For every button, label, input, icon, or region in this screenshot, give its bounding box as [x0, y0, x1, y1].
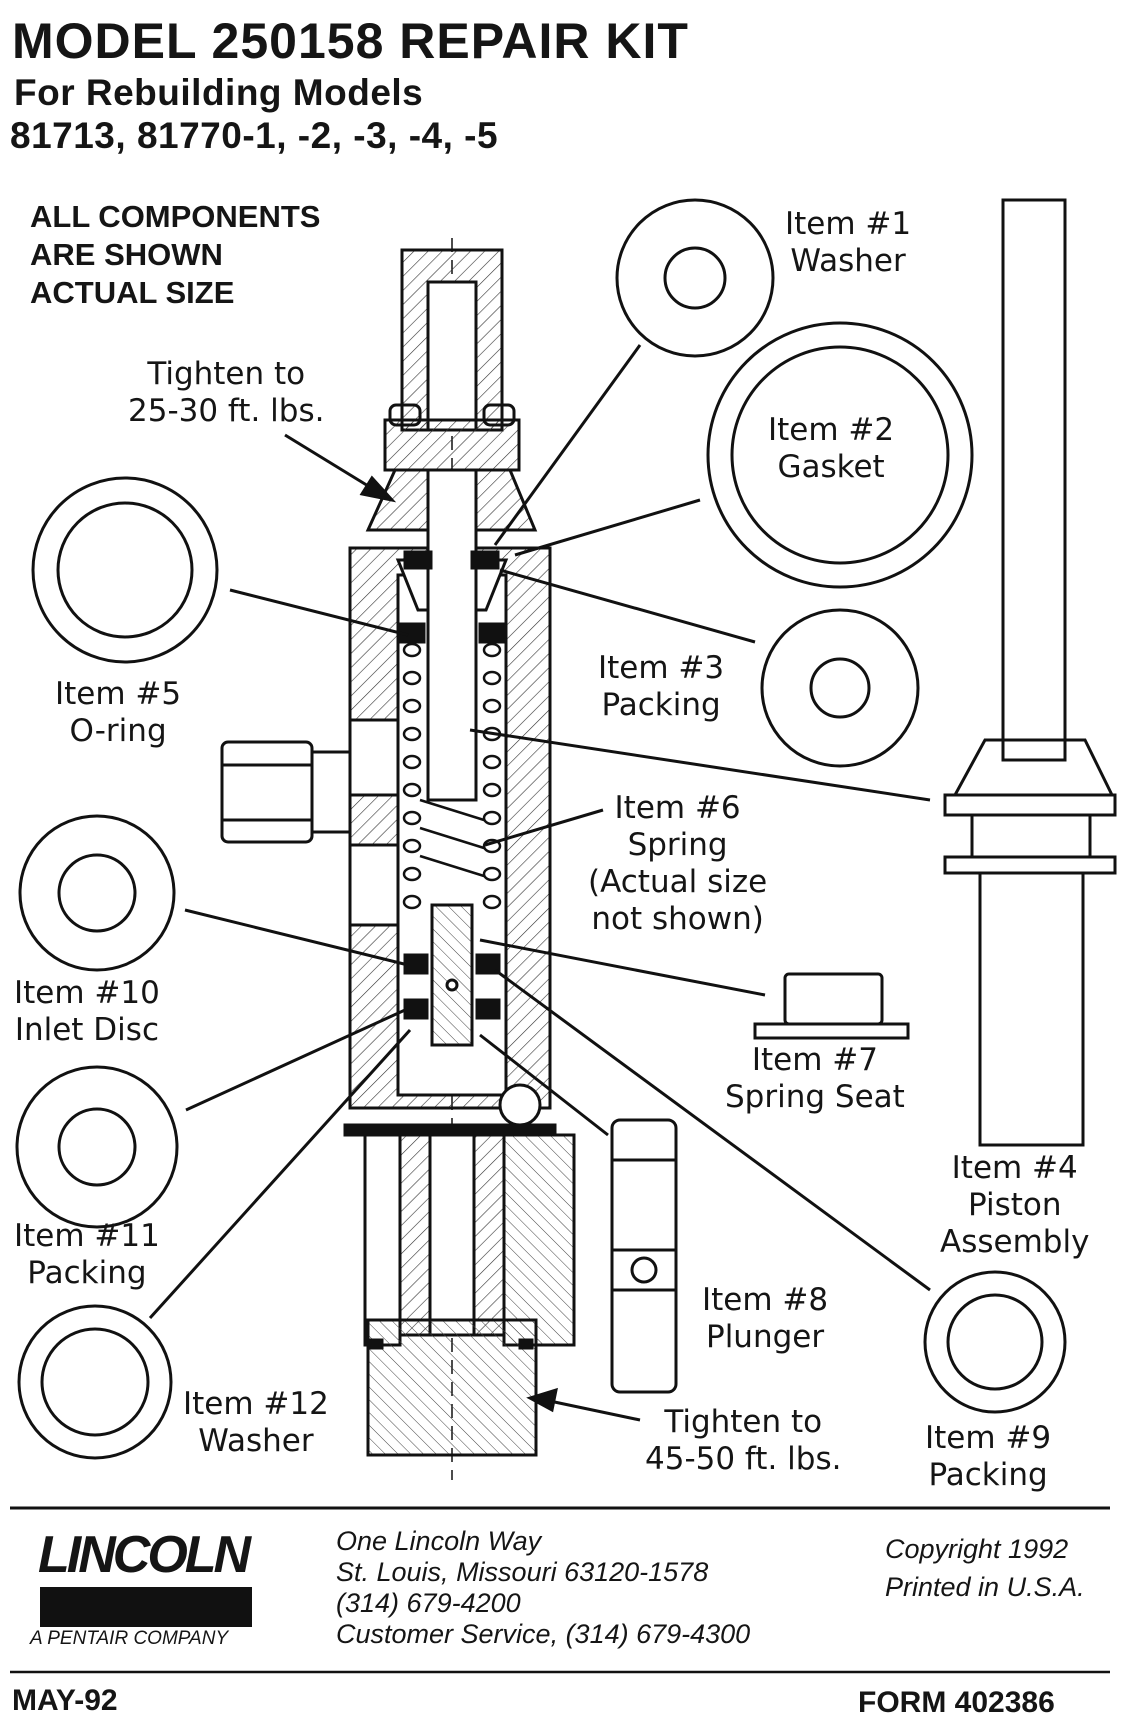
item8-label: Item #8 Plunger: [702, 1282, 828, 1356]
item8-number: Item #8: [702, 1282, 829, 1318]
item10-name: Inlet Disc: [14, 1012, 159, 1048]
item5-label: Item #5 O-ring: [55, 676, 181, 750]
item2-number: Item #2: [768, 412, 895, 448]
item6-note2: not shown): [591, 901, 764, 937]
item11-packing-shape: [15, 1065, 179, 1229]
item8-name: Plunger: [706, 1319, 825, 1355]
pump-cross-section: [220, 238, 576, 1480]
item4-number: Item #4: [951, 1150, 1078, 1186]
item10-label: Item #10 Inlet Disc: [14, 975, 160, 1049]
item4-label: Item #4 Piston Assembly: [940, 1150, 1089, 1261]
phone-number: (314) 679-4200: [336, 1588, 521, 1618]
item7-number: Item #7: [751, 1042, 878, 1078]
item9-name: Packing: [928, 1457, 1048, 1493]
item5-name: O-ring: [69, 713, 167, 749]
note-line1: ALL COMPONENTS: [30, 199, 321, 234]
item6-number: Item #6: [614, 790, 741, 826]
torque-lower-line1: Tighten to: [664, 1404, 823, 1440]
item12-label: Item #12 Washer: [183, 1386, 329, 1460]
item11-label: Item #11 Packing: [14, 1218, 160, 1292]
item9-label: Item #9 Packing: [925, 1420, 1051, 1494]
torque-upper-label: Tighten to 25-30 ft. lbs.: [128, 356, 324, 430]
note-line2: ARE SHOWN: [30, 237, 223, 272]
item12-number: Item #12: [183, 1386, 329, 1422]
item4-piston-assembly-shape: [943, 198, 1117, 1147]
torque-lower-label: Tighten to 45-50 ft. lbs.: [645, 1404, 841, 1478]
item7-label: Item #7 Spring Seat: [725, 1042, 905, 1116]
item3-name: Packing: [601, 687, 721, 723]
item2-gasket-shape: [706, 321, 974, 589]
subtitle-line2: 81713, 81770-1, -2, -3, -4, -5: [10, 115, 499, 156]
address-line2: St. Louis, Missouri 63120-1578: [336, 1557, 709, 1587]
form-number: FORM 402386: [858, 1686, 1055, 1719]
item12-washer-shape: [17, 1304, 173, 1460]
item1-label: Item #1 Washer: [785, 206, 911, 280]
item11-name: Packing: [27, 1255, 147, 1291]
address-line1: One Lincoln Way: [336, 1526, 542, 1556]
item4-name: Piston: [967, 1187, 1062, 1223]
item11-number: Item #11: [14, 1218, 160, 1254]
form-date: MAY-92: [12, 1684, 118, 1717]
item1-number: Item #1: [785, 206, 912, 242]
copyright-block: Copyright 1992 Printed in U.S.A.: [885, 1530, 1085, 1606]
item2-name: Gasket: [777, 449, 885, 485]
item3-number: Item #3: [598, 650, 725, 686]
item5-number: Item #5: [55, 676, 182, 712]
item1-name: Washer: [790, 243, 906, 279]
item3-packing-shape: [760, 608, 920, 768]
note-line3: ACTUAL SIZE: [30, 275, 235, 310]
company-address: One Lincoln Way St. Louis, Missouri 6312…: [336, 1526, 750, 1650]
torque-upper-line1: Tighten to: [147, 356, 306, 392]
torque-upper-line2: 25-30 ft. lbs.: [128, 393, 325, 429]
torque-lower-line2: 45-50 ft. lbs.: [645, 1441, 842, 1477]
page-title: MODEL 250158 REPAIR KIT: [12, 13, 689, 69]
item4-name-cont: Assembly: [940, 1224, 1090, 1260]
item10-number: Item #10: [14, 975, 160, 1011]
item6-label: Item #6 Spring (Actual size not shown): [588, 790, 767, 938]
actual-size-note: ALL COMPONENTS ARE SHOWN ACTUAL SIZE: [30, 198, 321, 312]
item10-inlet-disc-shape: [18, 814, 176, 972]
item6-name: Spring: [627, 827, 728, 863]
item7-spring-seat-shape: [753, 972, 910, 1040]
item8-plunger-shape: [610, 1118, 678, 1394]
item7-name: Spring Seat: [725, 1079, 905, 1115]
item5-oring-shape: [31, 476, 219, 664]
item3-label: Item #3 Packing: [598, 650, 724, 724]
item2-label: Item #2 Gasket: [768, 412, 894, 486]
logo-bar: [40, 1587, 252, 1627]
subtitle-line1: For Rebuilding Models: [14, 72, 424, 113]
logo-subtitle: A PENTAIR COMPANY: [30, 1628, 229, 1649]
customer-service-phone: Customer Service, (314) 679-4300: [336, 1619, 751, 1649]
leader-lines: [148, 344, 931, 1422]
item1-washer-shape: [615, 198, 775, 358]
item9-packing-shape: [923, 1270, 1067, 1414]
item6-note1: (Actual size: [588, 864, 768, 900]
copyright-text: Copyright 1992: [885, 1534, 1069, 1564]
lincoln-logo: LINCOLN: [38, 1526, 251, 1584]
item9-number: Item #9: [925, 1420, 1052, 1456]
printed-in-text: Printed in U.S.A.: [885, 1572, 1085, 1602]
item12-name: Washer: [198, 1423, 314, 1459]
